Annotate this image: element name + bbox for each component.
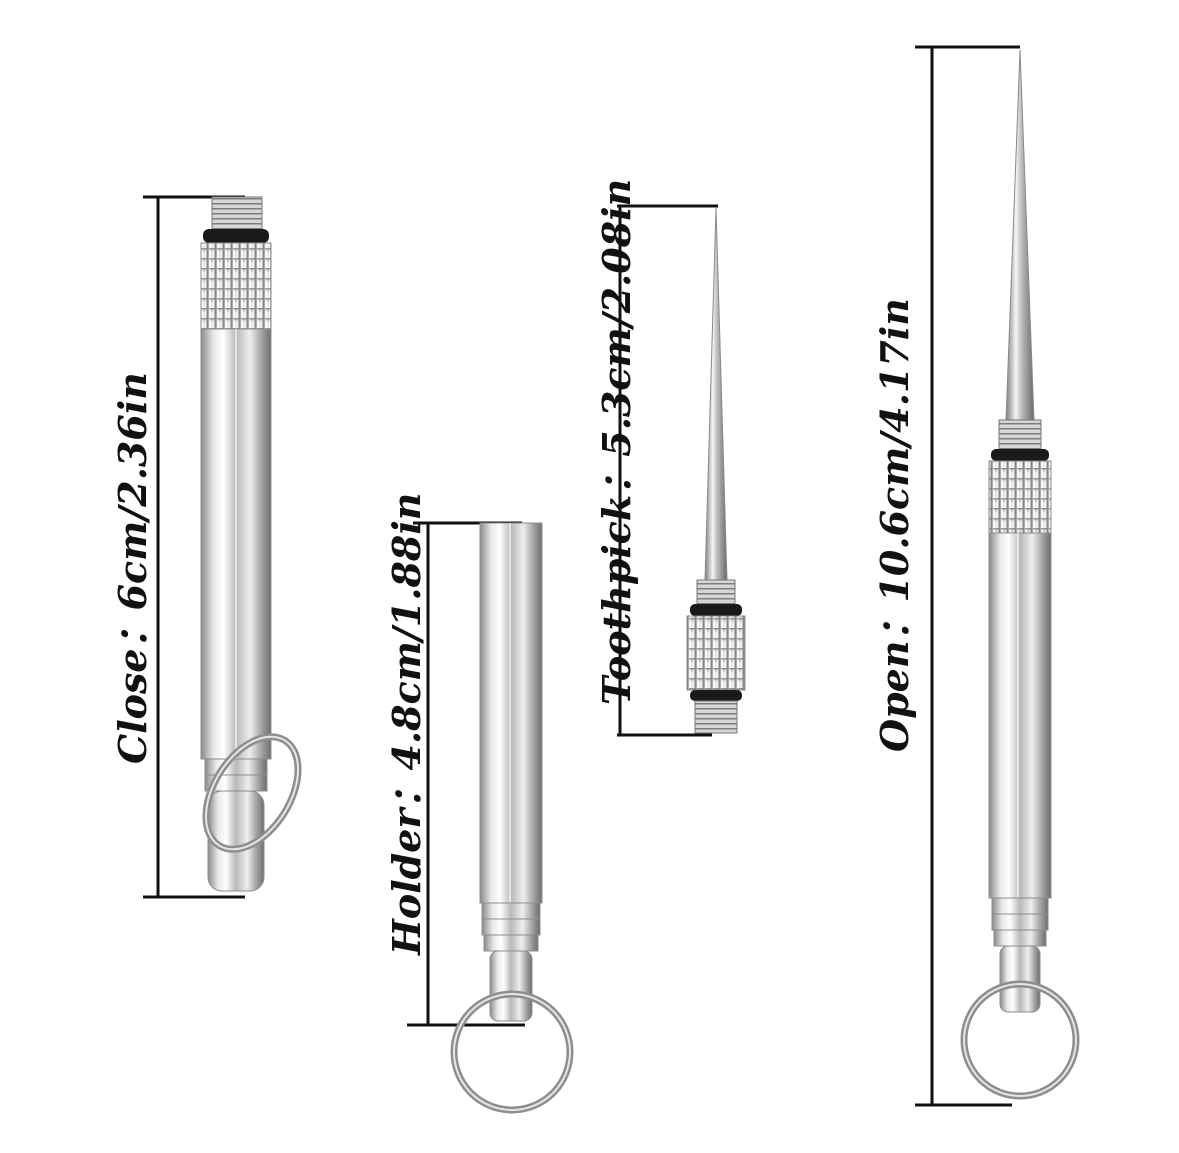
holder-dimension-label: Holder：4.8cm/1.88in (384, 493, 429, 956)
toothpick-spike-part (686, 207, 746, 734)
open-toothpick-assembled (960, 49, 1080, 1100)
closed-toothpick-case (200, 196, 302, 892)
toothpick-holder-tube (450, 522, 574, 1114)
toothpick-dimension-marker (617, 204, 718, 737)
close-dimension-label: Close：6cm/2.36in (110, 372, 155, 764)
toothpick-dimension-label: Toothpick：5.3cm/2.08in (594, 179, 639, 705)
open-dimension-label: Open：10.6cm/4.17in (872, 298, 917, 752)
open-dimension-marker (915, 45, 1020, 1107)
